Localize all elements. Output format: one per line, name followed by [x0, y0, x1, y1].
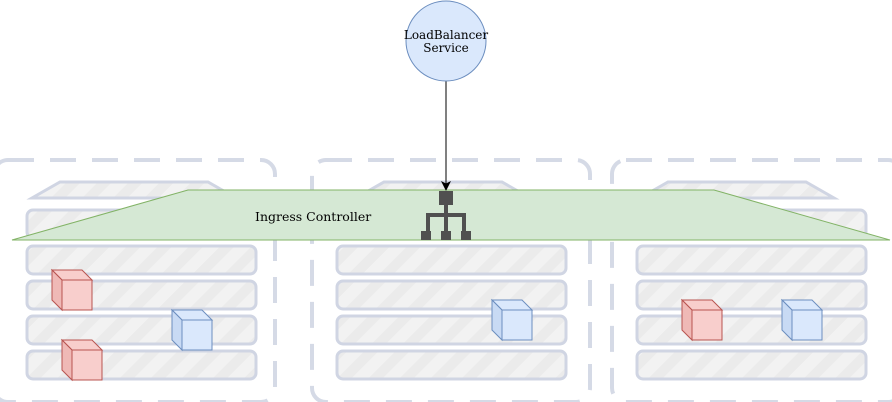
- pod-red: [60, 338, 104, 382]
- rack-shelf: [635, 244, 868, 276]
- rack-shelf: [635, 279, 868, 311]
- pods-layer: [50, 268, 824, 382]
- pod-red: [680, 298, 724, 342]
- rack-shelf: [635, 349, 868, 381]
- pod-blue: [490, 298, 534, 342]
- rack-shelf: [25, 244, 258, 276]
- load-balancer-circle: [405, 0, 487, 82]
- pod-blue: [170, 308, 214, 352]
- network-hierarchy-icon: [421, 191, 471, 240]
- rack-shelf: [635, 314, 868, 346]
- load-balancer-service[interactable]: LoadBalancer Service: [404, 0, 489, 82]
- load-balancer-label-line2: Service: [423, 41, 469, 55]
- rack-shelf: [335, 244, 568, 276]
- ingress-controller-label: Ingress Controller: [255, 209, 371, 224]
- node-boundary: [310, 158, 592, 402]
- ingress-controller[interactable]: Ingress Controller: [11, 189, 891, 241]
- rack-shelf: [335, 349, 568, 381]
- pod-blue: [780, 298, 824, 342]
- rack-shelf: [335, 279, 568, 311]
- rack-shelf: [25, 349, 258, 381]
- node-boundary: [610, 158, 892, 402]
- pod-red: [50, 268, 94, 312]
- load-balancer-label-line1: LoadBalancer: [404, 28, 489, 42]
- node-boundary: [0, 158, 277, 402]
